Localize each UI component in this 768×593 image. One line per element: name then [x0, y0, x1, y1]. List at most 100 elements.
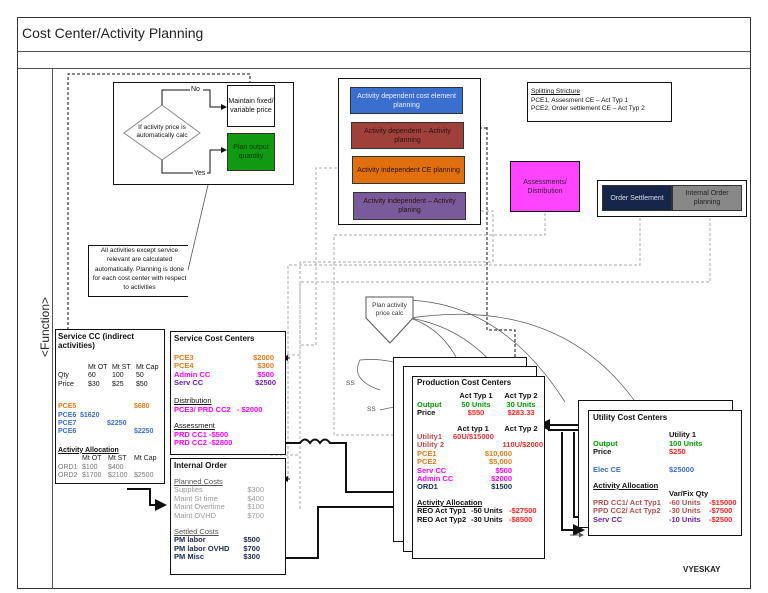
pce-value: $2250: [134, 428, 154, 436]
pce-label: PCE6: [58, 428, 77, 436]
table-row: PCE1$10,000: [417, 448, 512, 458]
internal-order-planning-box[interactable]: Internal Order planning: [672, 185, 742, 211]
production-cost-centers-box: Production Cost Centers Act Typ 1 Act Typ…: [412, 376, 545, 559]
cell: 50 Units: [461, 399, 491, 409]
yes-label: Yes: [194, 170, 206, 177]
cell: -60 Units: [669, 497, 701, 507]
cell: $400: [108, 463, 124, 471]
assessment-title: Assessment: [174, 421, 215, 431]
cell: $2500: [134, 472, 154, 480]
list-item: Maint St time$400: [174, 493, 264, 503]
settled-costs-title: Settled Costs: [174, 526, 219, 536]
table-row: Admin CC$2000: [417, 474, 512, 484]
pce-value: $1620: [80, 411, 100, 419]
page-title: Cost Center/Activity Planning: [22, 25, 204, 41]
planning-type-activity-dependent-activity[interactable]: Activity dependent – Activity planning: [351, 122, 464, 149]
table-row: Serv CC$500: [417, 465, 512, 475]
allocation-title: Activity Allocation: [417, 497, 483, 507]
list-item: Supplies$300: [174, 485, 264, 495]
col-header: Act Typ 1: [459, 391, 493, 401]
internal-order-box: Internal Order Planned Costs Supplies$30…: [170, 458, 286, 575]
pce-value: $2250: [107, 420, 127, 428]
plan-output-label: Plan output quantity: [233, 144, 269, 160]
planning-type-activity-dependent-ce[interactable]: Activity dependent cost element planning: [350, 87, 463, 114]
row-label: ORD2: [58, 472, 78, 480]
list-item: Serv CC$2500: [174, 378, 276, 388]
row-label: PRD CC1/ Act Typ1: [593, 497, 661, 507]
ss-label: SS: [367, 406, 376, 413]
table-row: REO Act Typ1-50 Units-$27500: [417, 506, 537, 516]
planning-type-activity-independent-activity[interactable]: Activity independent – Activity planing: [353, 192, 466, 220]
row-label: PPD CC2/ Act Typ2: [593, 506, 661, 516]
col-header: Mt OT: [82, 455, 102, 463]
assessment-value: PRD CC2 -$2800: [174, 438, 233, 448]
cell: -$2500: [709, 514, 733, 524]
row-label: Serv CC: [593, 514, 623, 524]
table-row: REO Act Typ2-30 Units-$8500: [417, 514, 533, 524]
internal-order-title: Internal Order: [174, 461, 227, 470]
cell: -30 Units: [669, 506, 701, 516]
ss-label: SS: [346, 380, 355, 387]
cell: 100 Units: [669, 438, 703, 448]
list-item: Maint Overtime$100: [174, 502, 264, 512]
cell: -10 Units: [669, 514, 701, 524]
plan-activity-price-calc[interactable]: Plan activity price calc: [372, 302, 407, 317]
row-label: Qty: [58, 372, 69, 380]
cell: $550: [467, 408, 485, 418]
splitting-title: Splitting Stricture: [531, 88, 581, 95]
diagram-frame: [17, 17, 751, 589]
sub-bar: [17, 52, 751, 69]
cell: 60: [88, 372, 96, 380]
list-item: Admin CC$500: [174, 369, 274, 379]
list-item: PM labor OVHD$700: [174, 543, 260, 553]
row-label: Price: [417, 408, 436, 418]
row-label: Price: [593, 447, 612, 457]
cell: $250: [669, 447, 686, 457]
utility-title: Utility Cost Centers: [593, 413, 668, 422]
maintain-price-box[interactable]: Maintain fixed/ variable price: [227, 85, 275, 127]
splitting-line: PCE1, Assesment CE – Act Typ 1: [531, 96, 629, 104]
row-label: Elec CE: [593, 464, 621, 474]
planning-type-label: Activity independent – Activity planing: [363, 198, 456, 214]
col-header: Mt OT: [88, 364, 108, 371]
cell: $2100: [108, 472, 128, 480]
list-item: PCE3$2000: [174, 352, 274, 362]
pce-value: $680: [134, 403, 150, 411]
planning-type-label: Activity dependent cost element planning: [357, 92, 456, 109]
cell: -$7500: [709, 506, 733, 516]
col-header: Utility 1: [669, 430, 697, 440]
list-item: PCE4$300: [174, 361, 274, 371]
cell: [134, 464, 162, 472]
col-header: Act Typ 2: [504, 423, 538, 433]
list-item: PM labor$500: [174, 535, 260, 545]
allocation-title: Activity Allocation: [58, 446, 119, 454]
plan-output-box[interactable]: Plan output quantity: [227, 133, 275, 171]
order-settlement-box[interactable]: Order Settlement: [602, 185, 672, 211]
planned-costs-title: Planned Costs: [174, 476, 223, 486]
service-cc-indirect-box: Service CC (indirect activities) Mt OT M…: [55, 329, 165, 484]
title-bar: [17, 17, 751, 52]
planning-type-label: Activity dependent – Activity planning: [364, 127, 451, 144]
maintain-price-label: Maintain fixed/ variable price: [228, 98, 274, 114]
cell: $50: [136, 380, 148, 388]
col-header: Act typ 1: [457, 423, 489, 433]
distribution-value: PCE3/ PRD CC2 - $2000: [174, 404, 263, 414]
planning-type-label: Activity independent CE planning: [357, 166, 460, 174]
pce-label: PCE7: [58, 420, 77, 428]
service-cc-indirect-title: Service CC (indirect activities): [58, 332, 135, 350]
col-header: Mt ST: [112, 364, 131, 371]
planning-type-activity-independent-ce[interactable]: Activity independent CE planning: [352, 156, 465, 184]
assessments-distribution-box[interactable]: Assessments/ Distribution: [510, 161, 580, 212]
cell: 100: [112, 372, 124, 380]
splitting-line: PCE2, Order settlement CE – Act Typ 2: [531, 105, 645, 112]
splitting-structure-box: Splitting Stricture PCE1, Assesment CE –…: [527, 82, 672, 122]
cell: $25000: [669, 464, 695, 474]
production-title: Production Cost Centers: [417, 378, 512, 387]
order-settlement-label: Order Settlement: [610, 194, 664, 202]
pce-label: PCE6: [58, 411, 77, 419]
col-header: Mt Cap: [136, 364, 159, 371]
activities-note: All activities except service relevant a…: [88, 245, 188, 297]
